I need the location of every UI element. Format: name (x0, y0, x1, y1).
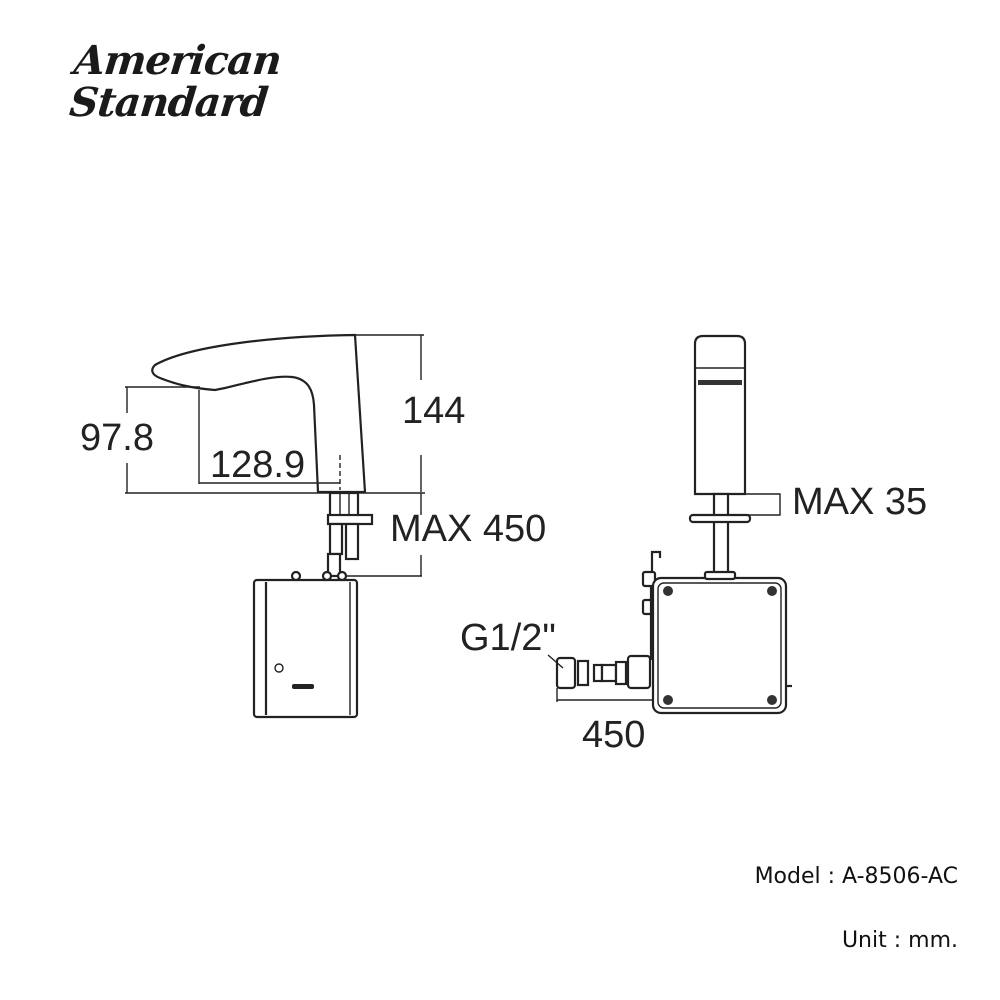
dim-128-9-lines (198, 390, 340, 484)
dim-450-label: 450 (582, 714, 645, 756)
spout-outline (151, 333, 367, 494)
shank (328, 491, 360, 519)
mounting-nut (326, 513, 374, 526)
hose-fitting (555, 654, 652, 690)
thread-leader (547, 654, 564, 669)
screw-icon (767, 586, 777, 596)
control-box-side (252, 578, 359, 719)
dim-max450-lines (345, 493, 422, 577)
screw-icon (663, 586, 673, 596)
side-view: 144 97.8 128.9 MAX 450 (80, 333, 546, 719)
dim-max35-label: MAX 35 (792, 481, 927, 523)
sensor-window (698, 380, 742, 385)
supply-pipe-front (712, 492, 730, 578)
dim-128-9-label: 128.9 (210, 444, 305, 486)
dim-450-lines (556, 688, 653, 702)
mounting-nut-front (688, 513, 752, 524)
control-box-front (651, 576, 788, 715)
spout-front (693, 334, 747, 496)
dim-max450-label: MAX 450 (390, 508, 546, 550)
dim-max35-lines (728, 493, 781, 516)
thread-label: G1/2" (460, 617, 556, 659)
indicator-slot (292, 684, 314, 689)
stud (328, 522, 344, 556)
dim-97-8-lines (125, 386, 200, 493)
dim-97-8-label: 97.8 (80, 417, 154, 459)
screw-icon (663, 695, 673, 705)
indicator-dot (274, 663, 284, 673)
dim-144-lines (125, 334, 425, 494)
model-label: Model : A-8506-AC (754, 864, 958, 889)
wall-bracket (650, 550, 662, 575)
unit-label: Unit : mm. (841, 928, 958, 953)
screw-icon (767, 695, 777, 705)
supply-pipe (326, 552, 342, 578)
stud (344, 522, 360, 561)
dim-144-label: 144 (402, 390, 465, 432)
front-view: MAX 35 G1/2" (460, 334, 927, 756)
